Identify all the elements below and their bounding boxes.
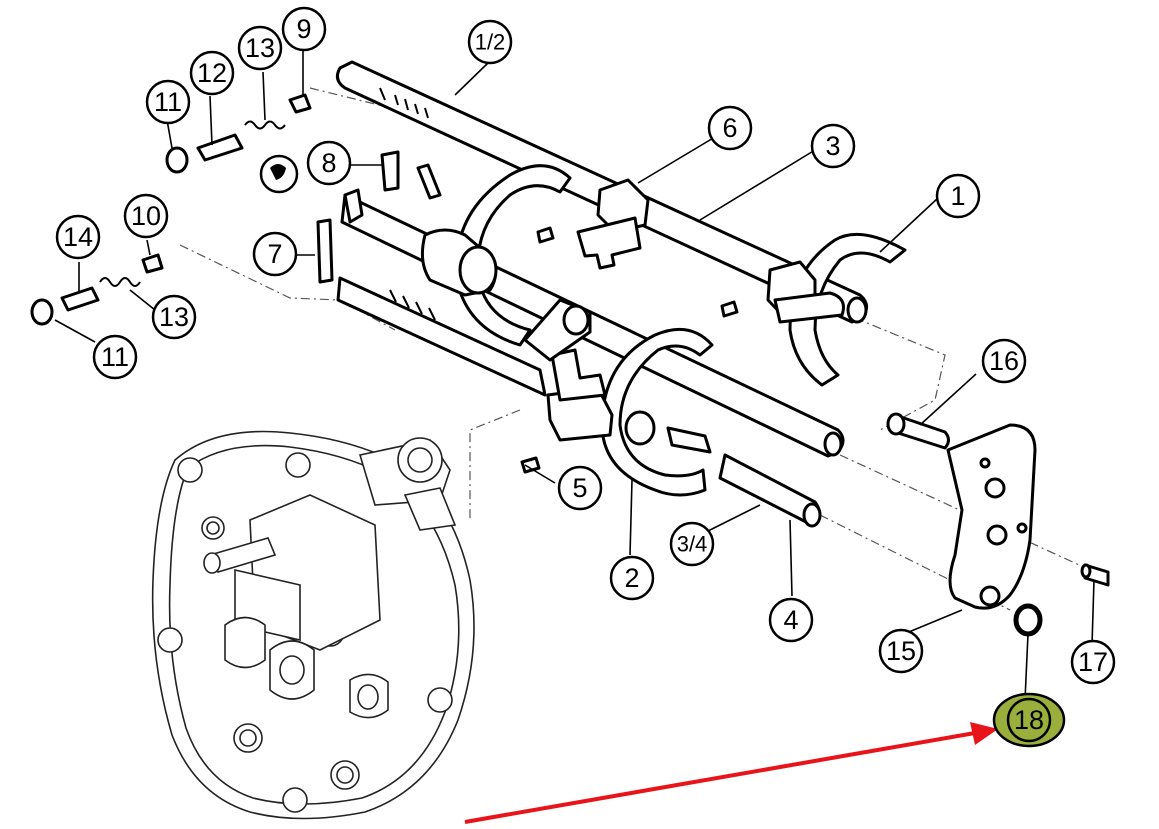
callout-9[interactable]: 9: [281, 6, 327, 52]
callout-2-label: 2: [624, 563, 639, 593]
callout-10[interactable]: 10: [123, 193, 169, 239]
callout-16[interactable]: 16: [981, 338, 1027, 384]
callout-7-label: 7: [267, 239, 282, 269]
red-arrow-shaft: [464, 731, 976, 824]
callout-13-upper[interactable]: 13: [237, 25, 283, 71]
red-arrow: [464, 722, 998, 824]
callout-13-lower[interactable]: 13: [151, 294, 197, 340]
callout-3-4[interactable]: 3/4: [669, 521, 715, 567]
callout-3-4-label: 3/4: [677, 532, 708, 557]
shift-rod-4: [336, 276, 822, 528]
callout-6-label: 6: [722, 113, 737, 143]
pin-17: [1080, 563, 1110, 587]
callout-8-label: 8: [321, 148, 336, 178]
callout-13-lower-label: 13: [159, 302, 189, 332]
callout-8[interactable]: 8: [306, 140, 352, 186]
callout-1-label: 1: [950, 181, 965, 211]
callout-10-label: 10: [131, 201, 161, 231]
callout-6[interactable]: 6: [707, 105, 753, 151]
callout-14[interactable]: 14: [55, 214, 101, 260]
small-parts-upper: [165, 93, 739, 474]
gearbox-housing: [151, 430, 475, 820]
callout-11-upper[interactable]: 11: [145, 79, 191, 125]
callout-18-label: 18: [1014, 705, 1044, 735]
callout-11-upper-label: 11: [154, 87, 182, 117]
callout-1-2[interactable]: 1/2: [467, 19, 513, 65]
callout-17[interactable]: 17: [1070, 639, 1116, 685]
callout-17-label: 17: [1078, 647, 1108, 677]
callout-15-label: 15: [886, 636, 916, 666]
small-parts-lower: [30, 154, 299, 326]
callout-3[interactable]: 3: [810, 123, 856, 169]
red-arrow-head: [970, 722, 998, 745]
callout-15[interactable]: 15: [878, 628, 924, 674]
callout-1-2-label: 1/2: [475, 30, 506, 55]
cover-plate-15: [946, 423, 1037, 610]
callout-14-label: 14: [63, 222, 93, 252]
callout-9-label: 9: [296, 14, 311, 44]
callout-12[interactable]: 12: [189, 50, 235, 96]
callout-13-upper-label: 13: [245, 33, 275, 63]
callout-11-lower-label: 11: [101, 342, 129, 372]
callout-7[interactable]: 7: [252, 231, 298, 277]
shift-fork-6: [576, 178, 650, 270]
callout-3-label: 3: [825, 131, 840, 161]
callout-18-highlighted[interactable]: 18: [992, 692, 1066, 748]
callout-5[interactable]: 5: [557, 465, 603, 511]
o-ring-18: [1013, 603, 1043, 637]
callout-1[interactable]: 1: [935, 173, 981, 219]
shift-fork-1: [766, 232, 907, 387]
callout-12-label: 12: [197, 58, 227, 88]
callout-11-lower[interactable]: 11: [92, 334, 138, 380]
shift-fork-2: [546, 327, 714, 497]
shift-fork-3: [420, 164, 572, 347]
callout-2[interactable]: 2: [609, 555, 655, 601]
callout-4[interactable]: 4: [768, 597, 814, 643]
shift-fork-small: [523, 298, 592, 362]
callout-16-label: 16: [989, 346, 1019, 376]
leader-lines: [54, 50, 1095, 701]
callout-4-label: 4: [783, 605, 798, 635]
bolt-16: [886, 412, 950, 450]
callout-5-label: 5: [572, 473, 587, 503]
